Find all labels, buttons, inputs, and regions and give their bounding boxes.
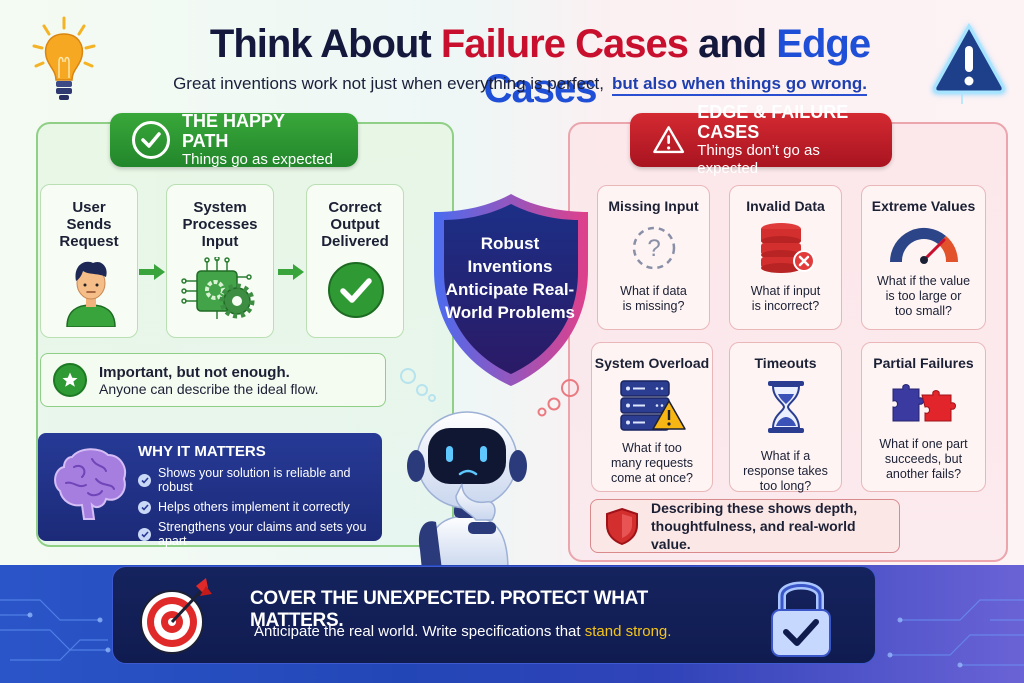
user-icon [66, 261, 116, 327]
title-edge-cases: Edge Cases [483, 22, 872, 111]
edge-card-partial-failures: Partial Failures What if one part succee… [861, 342, 986, 492]
edge-cases-title: EDGE & FAILURE CASES [697, 102, 849, 142]
page-title: Think About Failure Cases and Edge Cases [209, 22, 872, 111]
shield-text: Robust Inventions Anticipate Real-World … [444, 234, 576, 322]
check-icon [138, 500, 151, 514]
padlock-icon [771, 581, 831, 657]
lightbulb-icon [32, 16, 96, 100]
brain-icon [54, 448, 126, 520]
warning-triangle-icon [932, 22, 1006, 104]
arrow-right-icon [139, 264, 165, 280]
edge-cases-subtitle: Things don’t go as expected [697, 142, 820, 177]
svg-text:?: ? [647, 235, 660, 262]
server-warning-icon [620, 380, 686, 431]
database-error-icon [760, 223, 815, 273]
flow-step-system-processes: System Processes Input [166, 184, 274, 338]
puzzle-icon [892, 384, 956, 422]
edge-card-invalid-data: Invalid Data What if input is incorrect? [729, 185, 842, 330]
chip-gear-icon [181, 257, 255, 319]
summary-text: Describing these shows depth, thoughtful… [651, 500, 858, 552]
hourglass-icon [767, 381, 804, 433]
circuit-lines-decoration [0, 599, 1024, 668]
happy-path-note: Important, but not enough. Anyone can de… [40, 353, 386, 407]
note-title: Important, but not enough. [99, 363, 290, 381]
check-circle-icon [328, 262, 384, 318]
target-icon [140, 578, 212, 654]
edge-card-timeouts: Timeouts What if a response takes too lo… [729, 342, 842, 493]
edge-cases-summary: Describing these shows depth, thoughtful… [590, 499, 900, 553]
happy-path-banner: THE HAPPY PATH Things go as expected [110, 111, 358, 168]
arrow-right-icon [278, 264, 304, 280]
happy-path-title: THE HAPPY PATH [182, 111, 285, 151]
robot-mascot-icon [407, 411, 527, 570]
check-icon [138, 527, 151, 541]
edge-card-missing-input: Missing Input ? What if data is missing? [597, 185, 710, 330]
thought-bubbles-icon [400, 368, 579, 417]
footer-subtitle: Anticipate the real world. Write specifi… [254, 623, 672, 640]
edge-card-extreme-values: Extreme Values What if the value is too … [861, 185, 986, 330]
why-item: Shows your solution is reliable and robu… [138, 466, 382, 494]
footer-callout [112, 566, 876, 664]
page-subtitle: Great inventions work not just when ever… [140, 74, 900, 96]
title-failure-cases: Failure Cases [440, 22, 689, 66]
happy-path-subtitle: Things go as expected [182, 151, 333, 168]
footer-title: COVER THE UNEXPECTED. PROTECT WHAT MATTE… [250, 588, 648, 631]
check-icon [138, 473, 151, 487]
footer-highlight: stand strong. [584, 623, 672, 640]
edge-card-system-overload: System Overload What if too many request… [591, 342, 713, 492]
why-item: Strengthens your claims and sets you apa… [138, 520, 382, 548]
why-title: WHY IT MATTERS [138, 443, 266, 460]
flow-step-user-request: User Sends Request [40, 184, 138, 338]
edge-cases-banner: EDGE & FAILURE CASES Things don’t go as … [630, 102, 892, 177]
why-it-matters-box: WHY IT MATTERS Shows your solution is re… [38, 433, 382, 548]
why-item: Helps others implement it correctly [138, 500, 382, 514]
star-icon [53, 363, 87, 397]
question-mark-icon: ? [632, 226, 675, 270]
shield-badge-icon [434, 194, 588, 386]
gauge-icon [889, 227, 958, 264]
flow-step-correct-output: Correct Output Delivered [306, 184, 404, 338]
warning-icon [653, 126, 685, 154]
check-icon [132, 121, 170, 159]
shield-icon [606, 507, 638, 545]
subtitle-highlight: but also when things go wrong. [611, 74, 867, 96]
note-text: Anyone can describe the ideal flow. [99, 380, 319, 397]
